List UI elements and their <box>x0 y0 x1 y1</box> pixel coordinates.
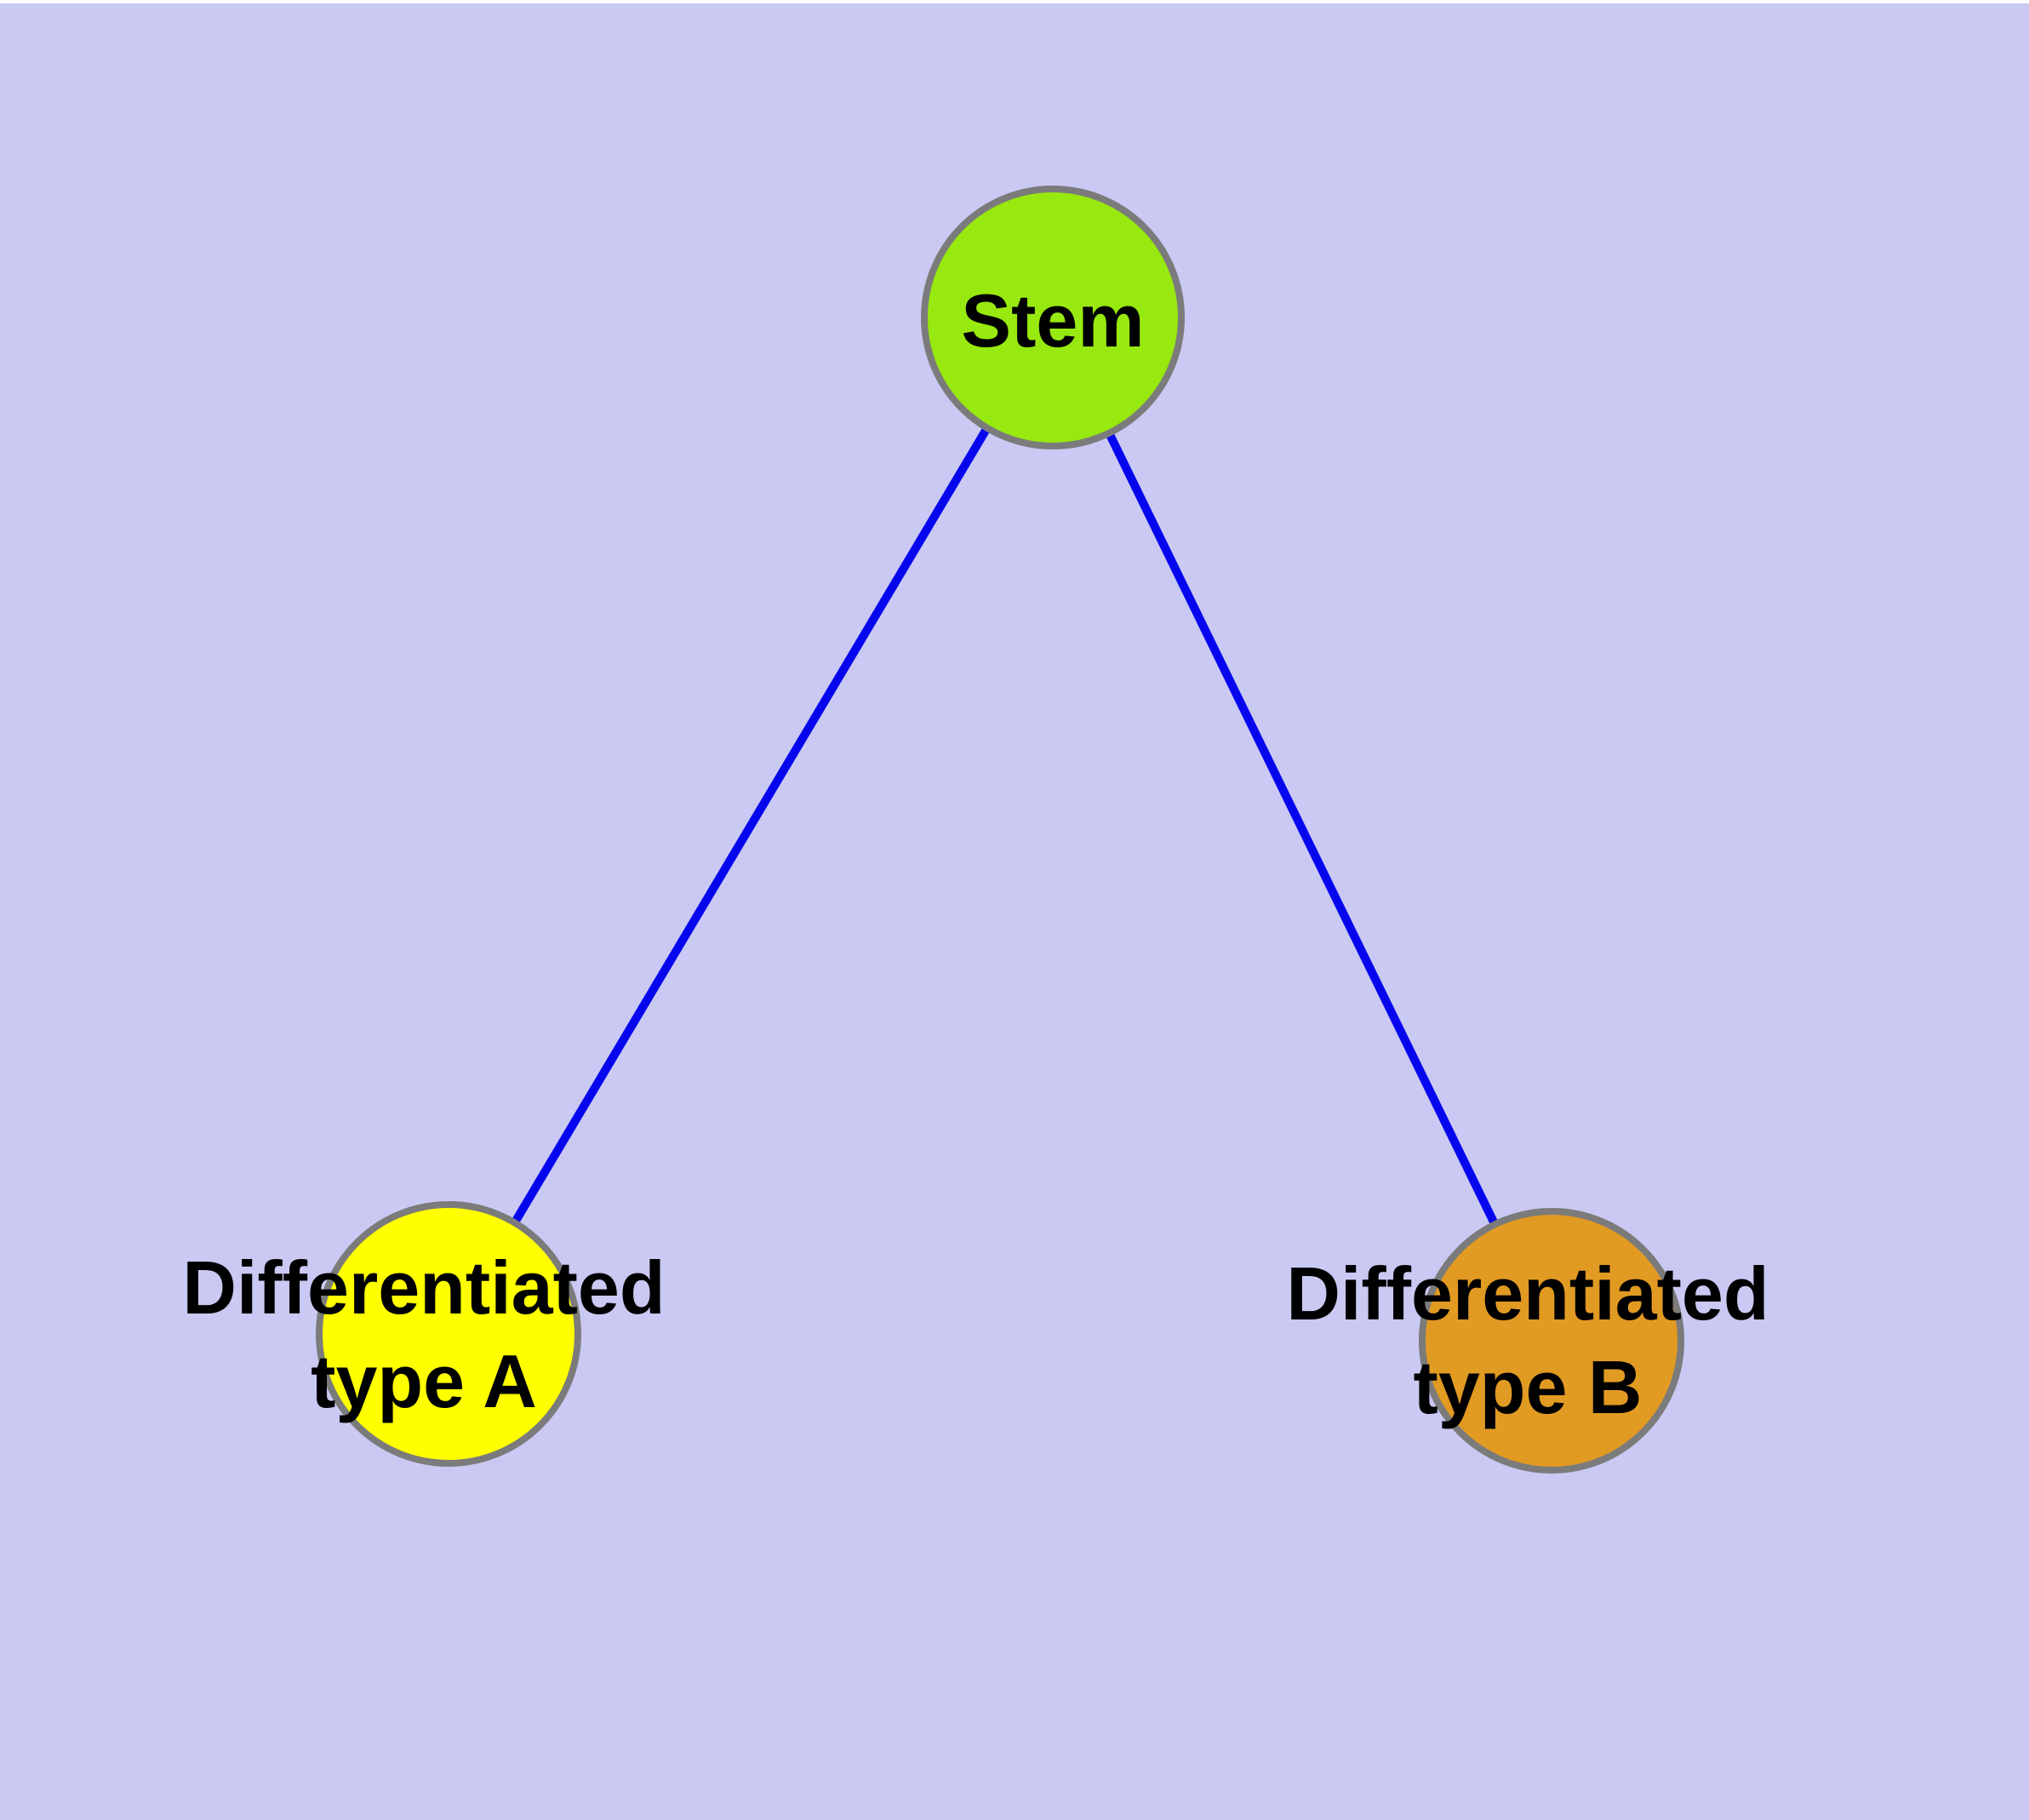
type-a-node-label-line2: type A <box>311 1339 537 1423</box>
type-a-node-circle <box>316 1201 581 1467</box>
type-a-node-label: Differentiated type A <box>182 1241 665 1428</box>
type-b-node-label-line2: type B <box>1413 1345 1643 1429</box>
type-b-node-label-line1: Differentiated <box>1286 1251 1769 1336</box>
edge-stem-to-type-b <box>1049 315 1556 1343</box>
type-b-node-label: Differentiated type B <box>1286 1247 1769 1434</box>
stem-node-label-text: Stem <box>961 278 1145 363</box>
type-a-node-label-line1: Differentiated <box>182 1245 666 1330</box>
stem-node-label: Stem <box>961 274 1144 368</box>
edge-stem-to-type-a <box>444 315 1057 1336</box>
type-b-node-circle <box>1419 1208 1684 1474</box>
stem-node-circle <box>921 186 1185 449</box>
